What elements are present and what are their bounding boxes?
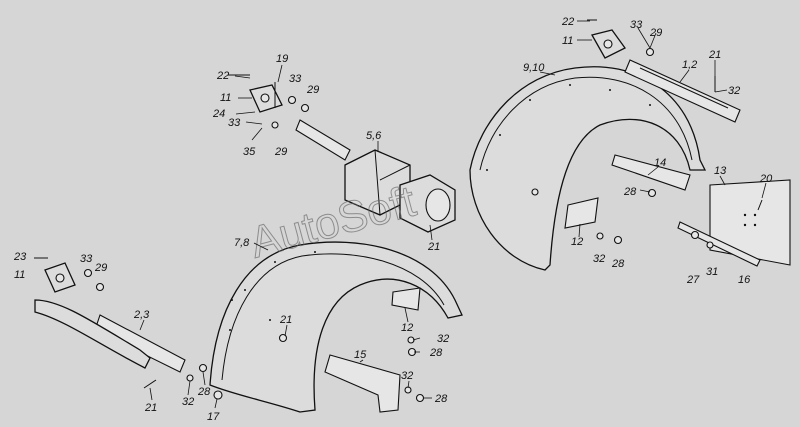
callout-28-lower: 28 — [429, 347, 443, 359]
callout-29-lower: 29 — [94, 262, 107, 274]
callout-22-left: 22 — [216, 70, 229, 82]
callout-32-bottom: 32 — [182, 396, 194, 408]
callout-19: 19 — [276, 53, 288, 65]
callout-23: 23 — [13, 251, 27, 263]
callout-33-left-b: 33 — [228, 117, 241, 129]
callout-32-bottom-b: 32 — [401, 370, 413, 382]
panel-13 — [709, 179, 791, 266]
plate-12-lower — [391, 287, 421, 311]
bracket-assembly — [295, 119, 456, 233]
callout-33-lower: 33 — [80, 253, 93, 265]
callout-16: 16 — [738, 274, 751, 286]
callout-14: 14 — [654, 157, 666, 169]
callout-labels: 22 11 33 29 21 1,2 32 9,10 19 22 33 29 1… — [13, 16, 773, 423]
callout-33-left: 33 — [289, 73, 302, 85]
callout-12-right: 12 — [571, 236, 583, 248]
callout-31: 31 — [706, 266, 718, 278]
callout-21-center: 21 — [427, 241, 440, 253]
callout-29-top: 29 — [649, 27, 662, 39]
callout-28-bottom-b: 28 — [434, 393, 448, 405]
callout-11-top: 11 — [562, 35, 573, 47]
callout-7-8: 7,8 — [234, 237, 250, 249]
callout-28-right-b: 28 — [611, 258, 625, 270]
plate-12-right — [564, 197, 599, 229]
callout-28-bottom: 28 — [197, 386, 211, 398]
callout-1-2: 1,2 — [682, 59, 697, 71]
clamp-top-right — [591, 29, 626, 59]
leader-lines — [139, 20, 767, 409]
callout-11-lower: 11 — [14, 269, 25, 281]
callout-27: 27 — [686, 274, 700, 286]
callout-29-left-b: 29 — [274, 146, 287, 158]
callout-12-lower: 12 — [401, 322, 413, 334]
callout-9-10: 9,10 — [523, 62, 545, 74]
callout-32-top: 32 — [728, 85, 740, 97]
fender-right — [469, 66, 707, 271]
callout-21-bottom: 21 — [144, 402, 157, 414]
callout-32-lower: 32 — [437, 333, 449, 345]
callout-11-left: 11 — [220, 92, 231, 104]
callout-29-left: 29 — [306, 84, 319, 96]
plate-15 — [324, 354, 401, 413]
hardware — [34, 19, 763, 403]
strip-upper — [624, 59, 741, 123]
callout-35: 35 — [243, 146, 256, 158]
callout-5-6: 5,6 — [366, 130, 382, 142]
callout-32-right: 32 — [593, 253, 605, 265]
strip-lower — [34, 299, 186, 373]
callout-17: 17 — [207, 411, 220, 423]
callout-20: 20 — [759, 173, 773, 185]
clamp-lower-left — [44, 262, 76, 293]
callout-28-right: 28 — [623, 186, 637, 198]
callout-21-top: 21 — [708, 49, 721, 61]
callout-13: 13 — [714, 165, 727, 177]
callout-21-lower: 21 — [279, 314, 292, 326]
callout-24: 24 — [212, 108, 225, 120]
clamp-upper-left — [249, 84, 283, 113]
callout-15: 15 — [354, 349, 367, 361]
callout-22-top: 22 — [561, 16, 574, 28]
callout-2-3: 2,3 — [133, 309, 150, 321]
fender-left — [209, 241, 463, 413]
callout-33-top: 33 — [630, 19, 643, 31]
